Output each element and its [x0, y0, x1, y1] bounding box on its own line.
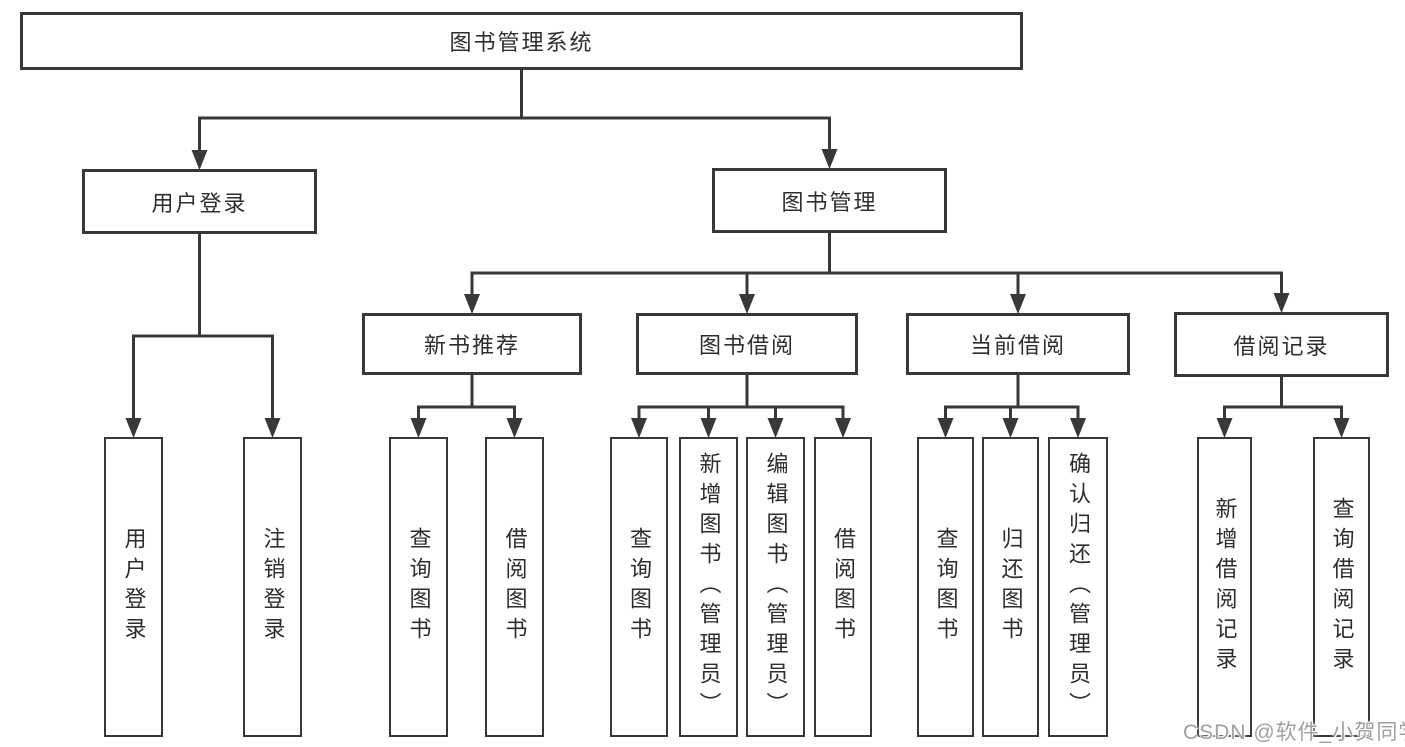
node-cur-return-book: 归还图书 — [982, 437, 1039, 737]
node-bor-borrow-book: 借阅图书 — [814, 437, 872, 737]
node-rec-borrow-book: 借阅图书 — [485, 437, 544, 737]
node-leaf-logout: 注销登录 — [243, 437, 302, 737]
node-label: 图书管理系统 — [449, 30, 594, 55]
node-current-borrow: 当前借阅 — [906, 313, 1130, 375]
node-bor-query-book: 查询图书 — [610, 437, 668, 737]
node-label: 查询图书 — [627, 527, 652, 647]
watermark: CSDN @软件_小贺同学 — [1183, 721, 1405, 744]
node-label: 当前借阅 — [969, 333, 1066, 358]
node-label: 新增借阅记录 — [1212, 497, 1238, 677]
node-label: 新书推荐 — [423, 333, 520, 358]
node-label: 新增图书（管理员） — [696, 452, 722, 722]
node-label: 查询图书 — [933, 527, 959, 647]
node-label: 用户登录 — [151, 190, 248, 216]
node-label: 归还图书 — [998, 527, 1024, 647]
node-label: 注销登录 — [260, 527, 286, 647]
node-bor-edit-book: 编辑图书（管理员） — [746, 437, 805, 737]
node-label: 借阅记录 — [1233, 333, 1330, 359]
node-root: 图书管理系统 — [20, 12, 1023, 70]
node-new-book-recommend: 新书推荐 — [362, 313, 582, 375]
node-label: 借阅图书 — [502, 527, 528, 647]
node-leaf-user-login: 用户登录 — [104, 437, 163, 737]
node-rcd-query-record: 查询借阅记录 — [1313, 437, 1370, 737]
node-label: 编辑图书（管理员） — [763, 452, 789, 722]
node-label: 查询图书 — [406, 527, 432, 647]
node-label: 用户登录 — [121, 527, 147, 647]
node-label: 图书管理 — [781, 189, 878, 215]
node-bor-add-book: 新增图书（管理员） — [679, 437, 738, 737]
node-book-borrow: 图书借阅 — [636, 313, 858, 375]
node-label: 确认归还（管理员） — [1066, 452, 1091, 722]
node-label: 图书借阅 — [698, 333, 795, 358]
node-book-mgmt: 图书管理 — [712, 168, 947, 233]
node-borrow-records: 借阅记录 — [1174, 312, 1389, 377]
node-label: 查询借阅记录 — [1329, 497, 1355, 677]
node-cur-confirm-return: 确认归还（管理员） — [1048, 437, 1108, 737]
node-user-login: 用户登录 — [82, 169, 317, 234]
node-label: 借阅图书 — [831, 527, 856, 647]
node-rec-query-book: 查询图书 — [389, 437, 448, 737]
node-rcd-add-record: 新增借阅记录 — [1197, 437, 1252, 737]
node-cur-query-book: 查询图书 — [917, 437, 974, 737]
